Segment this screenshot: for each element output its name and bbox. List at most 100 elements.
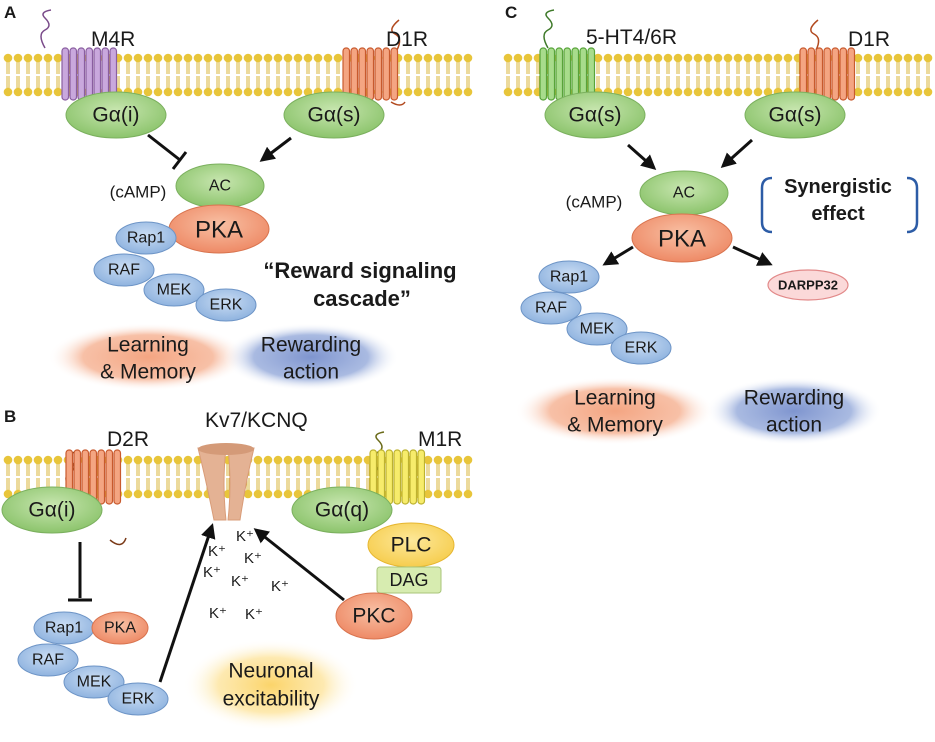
synergy-bracket-right [906, 176, 919, 234]
excitability-line2: excitability [223, 688, 320, 711]
pka-a-label: PKA [195, 217, 243, 244]
pka-b-label: PKA [104, 620, 136, 637]
m4r-label: M4R [91, 28, 135, 51]
pka-c: PKA [631, 213, 733, 263]
k-ion-4: K⁺ [203, 564, 221, 581]
k-ion-6: K⁺ [271, 578, 289, 595]
ac-c: AC [639, 170, 729, 216]
erk-c: ERK [610, 331, 672, 365]
g-alpha-i-b: Gα(i) [1, 486, 103, 534]
g-alpha-s-a: Gα(s) [283, 91, 385, 139]
darpp32-label: DARPP32 [778, 278, 838, 293]
raf-c-label: RAF [535, 300, 567, 317]
g-alpha-i-a: Gα(i) [65, 91, 167, 139]
ac-c-label: AC [673, 185, 695, 202]
panel-c: C 5-HT4/6R D1R Gα(s) Gα(s) (cAMP) AC [505, 3, 919, 445]
erk-b-label: ERK [122, 691, 155, 708]
reward-cascade-line2: cascade” [313, 286, 411, 311]
rewarding-c-line2: action [766, 414, 822, 437]
excitability-line1: Neuronal [228, 660, 313, 683]
k-ion-3: K⁺ [244, 550, 262, 567]
d1r-c-activates-ac-arrow [720, 138, 754, 169]
pka-to-rap1-arrow [602, 245, 634, 266]
m1r-receptor [369, 431, 426, 505]
mek-b-label: MEK [77, 674, 112, 691]
synergy-line2: effect [811, 203, 865, 225]
d1r-receptor-a [342, 19, 406, 106]
rap1-b: Rap1 [33, 611, 95, 645]
g-alpha-q-b-label: Gα(q) [315, 499, 369, 522]
kcnq-label: Kv7/KCNQ [205, 409, 308, 432]
d2r-label: D2R [107, 428, 149, 451]
erk-a: ERK [195, 288, 257, 322]
learning-c-line2: & Memory [567, 414, 663, 437]
raf-a: RAF [93, 253, 155, 287]
learning-a-line2: & Memory [100, 361, 196, 384]
pka-c-label: PKA [658, 226, 706, 253]
panel-c-letter: C [505, 3, 517, 22]
panel-a: A M4R D1R Gα(i) Gα(s) (cAMP) [4, 3, 457, 391]
rewarding-blob-a [223, 323, 399, 391]
panel-a-letter: A [4, 3, 16, 22]
dag-label: DAG [389, 570, 428, 590]
raf-a-label: RAF [108, 262, 140, 279]
rewarding-a-line2: action [283, 361, 339, 384]
learning-blob-a [48, 323, 248, 391]
learning-c-line1: Learning [574, 387, 656, 410]
raf-b: RAF [17, 643, 79, 677]
synergy-bracket-left [760, 176, 773, 234]
d2r-inhibits-cascade [68, 542, 92, 602]
mek-c: MEK [566, 312, 628, 346]
learning-blob-c [515, 377, 715, 445]
ac-a: AC [175, 163, 265, 209]
ac-a-label: AC [209, 178, 231, 195]
m4r-receptor [40, 9, 118, 101]
panel-b-letter: B [4, 407, 16, 426]
m4r-inhibits-ac [147, 133, 188, 170]
rewarding-blob-c [706, 377, 882, 445]
rap1-a: Rap1 [115, 221, 177, 255]
d1r-label-a: D1R [386, 28, 428, 51]
raf-c: RAF [520, 291, 582, 325]
g-alpha-s-c-left-label: Gα(s) [569, 104, 622, 127]
darpp32: DARPP32 [767, 269, 849, 301]
camp-label-c: (cAMP) [566, 193, 623, 212]
k-ion-2: K⁺ [236, 528, 254, 545]
mek-a: MEK [143, 273, 205, 307]
plc-label: PLC [391, 534, 432, 557]
g-alpha-q-b: Gα(q) [291, 486, 393, 534]
rewarding-c-line1: Rewarding [744, 387, 844, 410]
camp-label-a: (cAMP) [110, 183, 167, 202]
pka-to-darpp-arrow [732, 245, 773, 266]
rap1-c-label: Rap1 [550, 269, 588, 286]
g-alpha-s-c-left: Gα(s) [544, 91, 646, 139]
pkc: PKC [335, 592, 413, 640]
erk-a-label: ERK [210, 297, 243, 314]
rap1-a-label: Rap1 [127, 230, 165, 247]
5ht-label: 5-HT4/6R [586, 26, 677, 49]
g-alpha-i-b-label: Gα(i) [28, 499, 75, 522]
kcnq-channel [197, 443, 255, 521]
erk-c-label: ERK [625, 340, 658, 357]
rap1-b-label: Rap1 [45, 620, 83, 637]
d1r-label-c: D1R [848, 28, 890, 51]
5ht-receptor [539, 9, 596, 101]
pka-b: PKA [91, 611, 149, 645]
excitability-blob [183, 639, 359, 731]
potassium-ions: K⁺K⁺K⁺K⁺K⁺K⁺K⁺K⁺ [203, 528, 289, 623]
reward-cascade-line1: “Reward signaling [263, 258, 456, 283]
synergy-line1: Synergistic [784, 176, 892, 198]
pkc-label: PKC [352, 605, 395, 628]
learning-a-line1: Learning [107, 334, 189, 357]
panel-b: B D2R Kv7/KCNQ M1R Gα(i) Gα(q) PL [1, 407, 462, 731]
d1r-activates-ac-arrow [259, 136, 292, 162]
mek-c-label: MEK [580, 321, 615, 338]
g-alpha-s-a-label: Gα(s) [308, 104, 361, 127]
d1r-receptor-c [799, 19, 856, 106]
mek-a-label: MEK [157, 282, 192, 299]
pkc-to-kcnq-arrow [253, 528, 345, 602]
k-ion-1: K⁺ [208, 543, 226, 560]
d2r-receptor [65, 449, 127, 546]
g-alpha-i-a-label: Gα(i) [92, 104, 139, 127]
